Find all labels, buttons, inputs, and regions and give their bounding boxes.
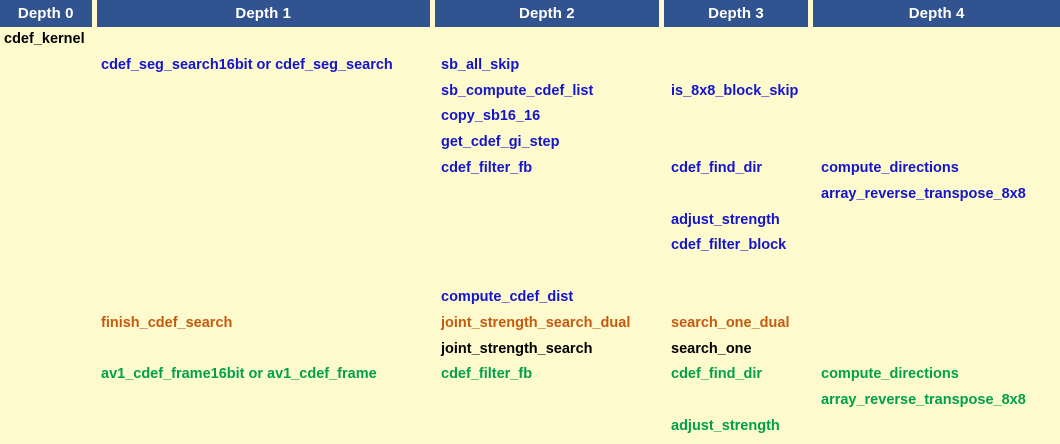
table-row: array_reverse_transpose_8x8 (0, 388, 1060, 414)
call-node-depth-3: cdef_filter_block (671, 237, 787, 254)
table-row: copy_sb16_16 (0, 104, 1060, 130)
table-row: joint_strength_search search_one (0, 337, 1060, 363)
call-node-depth-2: cdef_filter_fb (441, 159, 533, 176)
call-node-depth-2: sb_compute_cdef_list (441, 82, 594, 99)
call-node-depth-2: compute_cdef_dist (441, 288, 574, 305)
table-row: cdef_seg_search16bit or cdef_seg_search s… (0, 53, 1060, 79)
call-node-depth-3: adjust_strength (671, 417, 780, 434)
table-row: cdef_filter_block (0, 440, 1060, 444)
call-node-depth-2: sb_all_skip (441, 56, 520, 73)
table-row: cdef_filter_fb cdef_find_dir compute_direc… (0, 156, 1060, 182)
call-node-depth-3: cdef_filter_block (671, 440, 815, 444)
column-header-depth-1: Depth 1 (96, 0, 430, 27)
call-node-depth-1: cdef_seg_search16bit or cdef_seg_search (101, 56, 393, 73)
call-node-depth-2: copy_sb16_16 (441, 108, 541, 125)
header-divider-2 (658, 0, 664, 27)
call-node-depth-4: array_reverse_transpose_8x8 (821, 185, 1026, 202)
call-node-depth-3: cdef_find_dir (671, 366, 763, 383)
table-body: cdef_kernel cdef_seg_search16bit or cdef_… (0, 27, 1060, 444)
call-node-depth-4: compute_directions (821, 159, 959, 176)
table-row: cdef_filter_block (0, 233, 1060, 259)
table-row: adjust_strength (0, 208, 1060, 234)
call-node-depth-2: cdef_filter_fb (441, 366, 533, 383)
call-node-depth-3: search_one_dual (671, 314, 790, 331)
table-header-row: Depth 0 Depth 1 Depth 2 Depth 3 Depth 4 (0, 0, 1060, 27)
table-row: compute_cdef_dist (0, 285, 1060, 311)
table-row: finish_cdef_search joint_strength_search_… (0, 311, 1060, 337)
call-node-depth-0: cdef_kernel (4, 31, 85, 47)
table-row: cdef_kernel (0, 27, 1060, 53)
call-node-depth-1: av1_cdef_frame16bit or av1_cdef_frame (101, 366, 377, 383)
call-node-depth-2: joint_strength_search (441, 340, 593, 357)
call-node-depth-3: cdef_find_dir (671, 159, 763, 176)
call-node-depth-3: search_one (671, 340, 752, 357)
call-node-depth-4: array_reverse_transpose_8x8 (821, 392, 1026, 409)
call-node-depth-4: compute_directions (821, 366, 959, 383)
header-divider-3 (808, 0, 814, 27)
column-header-depth-3: Depth 3 (663, 0, 809, 27)
call-node-depth-2: joint_strength_search_dual (441, 314, 631, 331)
call-node-depth-2: get_cdef_gi_step (441, 134, 560, 151)
column-header-depth-0: Depth 0 (0, 0, 92, 27)
header-divider-1 (429, 0, 435, 27)
column-header-depth-2: Depth 2 (434, 0, 659, 27)
header-divider-0 (91, 0, 97, 27)
table-row: sb_compute_cdef_list is_8x8_block_skip (0, 79, 1060, 105)
table-row: adjust_strength (0, 414, 1060, 440)
table-row: array_reverse_transpose_8x8 (0, 182, 1060, 208)
call-node-depth-3: is_8x8_block_skip (671, 82, 799, 99)
table-row: get_cdef_gi_step (0, 130, 1060, 156)
table-row (0, 259, 1060, 285)
column-header-depth-4: Depth 4 (813, 0, 1060, 27)
table-row: av1_cdef_frame16bit or av1_cdef_frame cde… (0, 362, 1060, 388)
call-node-depth-3: adjust_strength (671, 211, 780, 228)
call-node-depth-1: finish_cdef_search (101, 314, 233, 331)
